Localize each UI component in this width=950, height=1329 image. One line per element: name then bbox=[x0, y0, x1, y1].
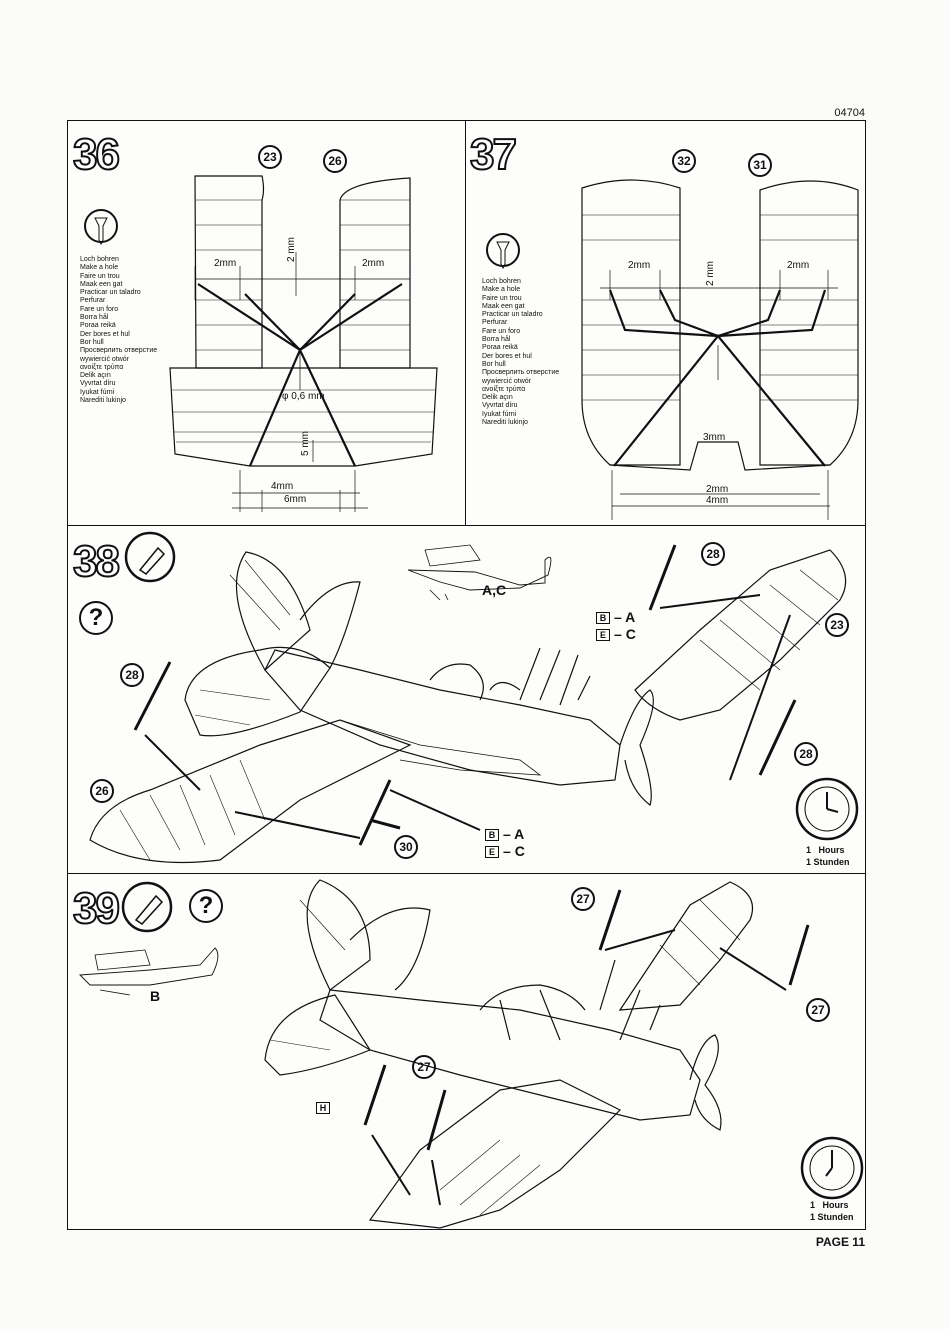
biplane-assembly-39 bbox=[78, 879, 864, 1229]
decal-box-e: E bbox=[596, 629, 610, 642]
step-37-panel bbox=[465, 120, 866, 527]
drill-instructions: Loch bohren Make a hole Faire un trou Ma… bbox=[482, 278, 560, 427]
time-row: 1 Hours bbox=[806, 844, 850, 856]
time-label: Stunden bbox=[817, 1212, 854, 1222]
part-callout-27: 27 bbox=[806, 998, 830, 1022]
legend-variant: A bbox=[625, 609, 636, 625]
step-39-number: 39 bbox=[72, 884, 121, 933]
question-icon: ? bbox=[189, 889, 223, 923]
dim-right: 2mm bbox=[362, 258, 385, 269]
legend-variant: C bbox=[625, 626, 636, 642]
legend-row: E– C bbox=[485, 843, 525, 860]
dim-center: 3mm bbox=[703, 432, 726, 443]
wing-plan-37 bbox=[486, 179, 859, 520]
kit-code: 04704 bbox=[834, 107, 865, 119]
variant-label: B bbox=[150, 988, 161, 1004]
drying-time: 1 Hours 1 Stunden bbox=[806, 844, 850, 868]
dim-bottom-outer: 4mm bbox=[706, 495, 729, 506]
step-38-number: 38 bbox=[72, 537, 121, 586]
part-callout-28: 28 bbox=[794, 742, 818, 766]
part-callout-27: 27 bbox=[571, 887, 595, 911]
time-label: Hours bbox=[822, 1200, 849, 1210]
decal-box-b: B bbox=[596, 612, 610, 625]
part-callout-28: 28 bbox=[701, 542, 725, 566]
time-row: 1 Stunden bbox=[810, 1211, 854, 1223]
variant-label: A,C bbox=[482, 582, 507, 598]
legend-row: B– A bbox=[485, 826, 525, 843]
part-callout-26: 26 bbox=[90, 779, 114, 803]
legend-variant: A bbox=[514, 826, 525, 842]
wing-plan-36 bbox=[84, 175, 438, 512]
part-callout-23: 23 bbox=[825, 613, 849, 637]
dim-right: 2mm bbox=[787, 260, 810, 271]
drying-time: 1 Hours 1 Stunden bbox=[810, 1199, 854, 1223]
legend-row: B– A bbox=[596, 609, 636, 626]
time-row: 1 Hours bbox=[810, 1199, 854, 1211]
dim-diameter: φ 0,6 mm bbox=[282, 391, 325, 402]
biplane-assembly-38 bbox=[89, 531, 859, 864]
variant-legend: B– A E– C bbox=[485, 826, 525, 860]
drill-instructions: Loch bohren Make a hole Faire un trou Ma… bbox=[80, 256, 158, 405]
variant-legend: B– A E– C bbox=[596, 609, 636, 643]
dim-bottom-inner: 2mm bbox=[706, 484, 729, 495]
time-row: 1 Stunden bbox=[806, 856, 850, 868]
part-callout-26: 26 bbox=[323, 149, 347, 173]
question-icon: ? bbox=[79, 601, 113, 635]
decal-box-h: H bbox=[316, 1102, 330, 1115]
part-callout-23: 23 bbox=[258, 145, 282, 169]
dim-left: 2mm bbox=[214, 258, 237, 269]
legend-variant: C bbox=[514, 843, 525, 859]
dim-left: 2mm bbox=[628, 260, 651, 271]
part-callout-30: 30 bbox=[394, 835, 418, 859]
legend-row: E– C bbox=[596, 626, 636, 643]
time-label: Stunden bbox=[813, 857, 850, 867]
decal-box-b: B bbox=[485, 829, 499, 842]
decal-box-e: E bbox=[485, 846, 499, 859]
dim-bottom-inner: 4mm bbox=[271, 481, 294, 492]
step-37-number: 37 bbox=[469, 130, 518, 179]
time-label: Hours bbox=[818, 845, 845, 855]
time-qty: 1 bbox=[806, 845, 812, 855]
part-callout-28: 28 bbox=[120, 663, 144, 687]
part-callout-32: 32 bbox=[672, 149, 696, 173]
step-36-number: 36 bbox=[72, 130, 121, 179]
part-callout-31: 31 bbox=[748, 153, 772, 177]
dim-bottom-outer: 6mm bbox=[284, 494, 307, 505]
page-number: PAGE 11 bbox=[815, 1235, 865, 1249]
time-qty: 1 bbox=[810, 1212, 816, 1222]
time-qty: 1 bbox=[810, 1200, 816, 1210]
variant-legend: H bbox=[316, 1099, 334, 1116]
time-qty: 1 bbox=[806, 857, 812, 867]
